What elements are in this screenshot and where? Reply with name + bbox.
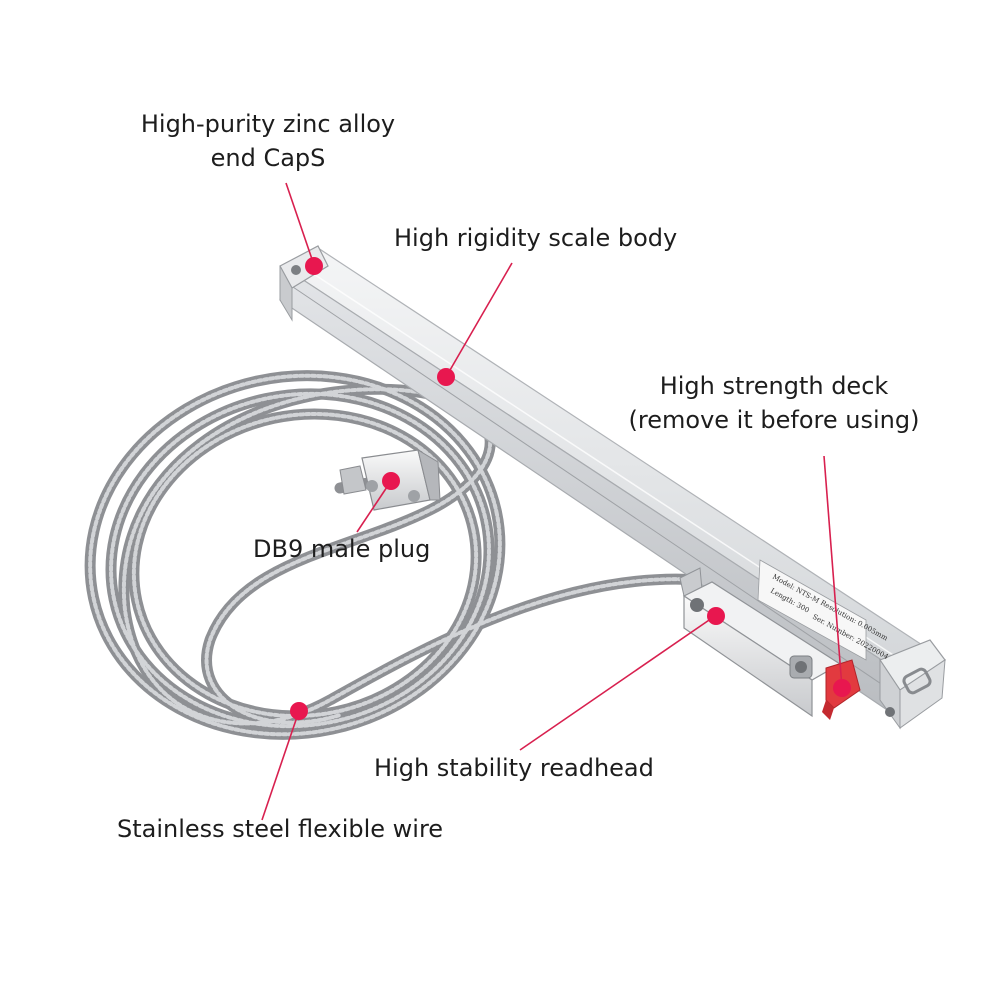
label-end-caps-line2: end CapS — [210, 144, 326, 172]
end-cap-left — [279, 245, 329, 322]
leader-readhead — [519, 615, 716, 751]
label-end-caps-line1: High-purity zinc alloy — [140, 110, 396, 138]
leader-lines — [261, 182, 843, 821]
leader-end-caps — [285, 182, 315, 266]
leader-db9 — [356, 480, 392, 533]
end-cap-right — [879, 639, 946, 730]
label-deck-line1: High strength deck — [659, 372, 889, 400]
leader-scale-body — [445, 262, 513, 378]
label-deck-line2: (remove it before using) — [628, 406, 920, 434]
leader-deck — [823, 455, 843, 689]
label-deck: High strength deck (remove it before usi… — [622, 369, 926, 437]
marker-readhead — [707, 607, 725, 625]
marker-scale-body — [437, 368, 455, 386]
marker-flex-wire — [290, 702, 308, 720]
label-flex-wire: Stainless steel flexible wire — [117, 815, 444, 843]
label-readhead: High stability readhead — [374, 754, 654, 782]
marker-deck — [833, 679, 851, 697]
markers — [290, 257, 851, 720]
marker-end-caps — [305, 257, 323, 275]
label-scale-body: High rigidity scale body — [394, 224, 678, 252]
leader-flex-wire — [261, 710, 300, 821]
marker-db9 — [382, 472, 400, 490]
label-end-caps: High-purity zinc alloy end CapS — [128, 107, 408, 175]
label-db9-plug: DB9 male plug — [253, 535, 431, 563]
